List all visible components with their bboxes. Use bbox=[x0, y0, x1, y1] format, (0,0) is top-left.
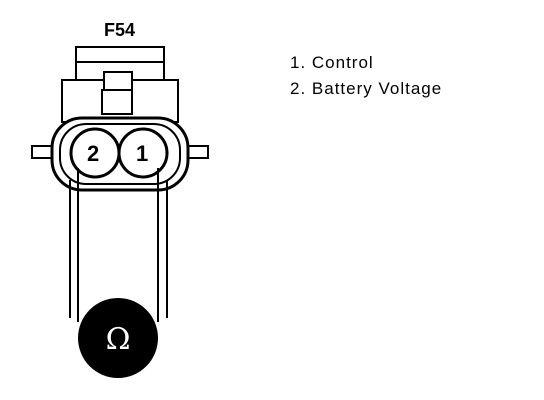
pin-legend: 1. Control 2. Battery Voltage bbox=[290, 50, 442, 102]
legend-item-control: 1. Control bbox=[290, 53, 374, 72]
pin-1-cavity bbox=[117, 127, 169, 179]
connector-body bbox=[61, 46, 179, 123]
connector-title: F54 bbox=[104, 20, 135, 40]
pin-1-label: 1 bbox=[136, 141, 148, 166]
legend-item-battery-voltage: 2. Battery Voltage bbox=[290, 79, 443, 98]
test-leads bbox=[69, 168, 168, 322]
ohmmeter-icon: Ω bbox=[78, 298, 158, 378]
ohm-symbol: Ω bbox=[106, 322, 131, 357]
pin-cavities bbox=[69, 127, 169, 179]
pin-2-label: 2 bbox=[87, 141, 99, 166]
